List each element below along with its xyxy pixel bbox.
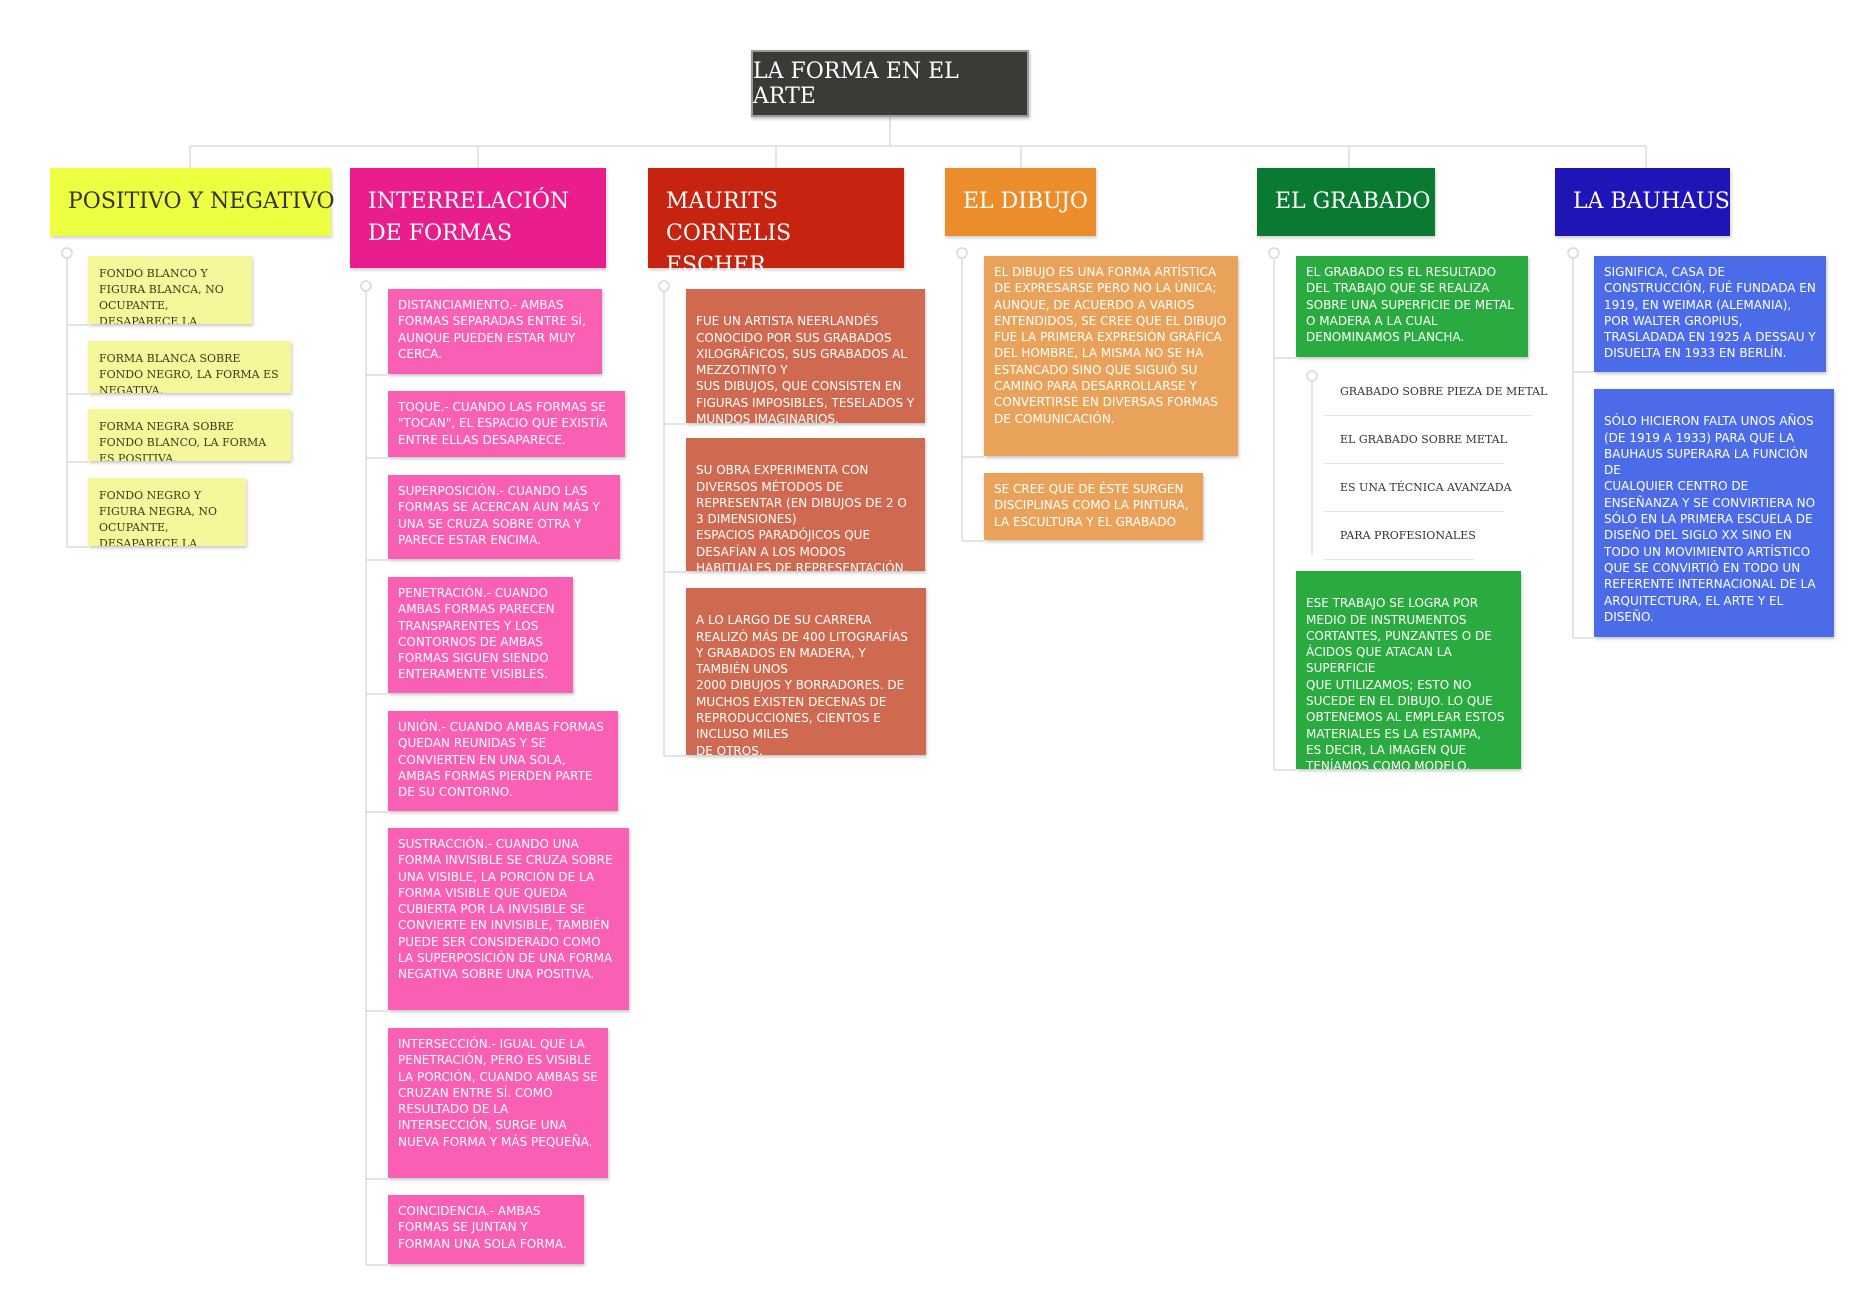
card-text: A LO LARGO DE SU CARRERA REALIZÓ MÁS DE … — [696, 613, 908, 755]
card-text: FORMA NEGRA SOBRE FONDO BLANCO, LA FORMA… — [99, 420, 267, 461]
leaf-label: PARA PROFESIONALES — [1340, 529, 1476, 542]
card-text: SUPERPOSICIÓN.- CUANDO LAS FORMAS SE ACE… — [398, 484, 600, 547]
card-text: EL GRABADO ES EL RESULTADO DEL TRABAJO Q… — [1306, 265, 1514, 345]
card-text: FONDO BLANCO Y FIGURA BLANCA, NO OCUPANT… — [99, 267, 224, 324]
branch-el-grabado[interactable]: EL GRABADO — [1257, 168, 1435, 236]
card-text: FUE UN ARTISTA NEERLANDÉS CONOCIDO POR S… — [696, 314, 915, 423]
card[interactable]: EL GRABADO ES EL RESULTADO DEL TRABAJO Q… — [1296, 256, 1528, 357]
branch-title: EL GRABADO — [1275, 189, 1431, 214]
card-text: DISTANCIAMIENTO.- AMBAS FORMAS SEPARADAS… — [398, 298, 586, 361]
card-text: SU OBRA EXPERIMENTA CON DIVERSOS MÉTODOS… — [696, 463, 908, 571]
card[interactable]: UNIÓN.- CUANDO AMBAS FORMAS QUEDAN REUNI… — [388, 711, 618, 811]
card[interactable]: EL DIBUJO ES UNA FORMA ARTÍSTICA DE EXPR… — [984, 256, 1238, 456]
card-text: FONDO NEGRO Y FIGURA NEGRA, NO OCUPANTE,… — [99, 489, 218, 546]
leaf-item[interactable]: PARA PROFESIONALES — [1324, 512, 1476, 560]
card-text: ESE TRABAJO SE LOGRA POR MEDIO DE INSTRU… — [1306, 596, 1505, 769]
card-text: SUSTRACCIÓN.- CUANDO UNA FORMA INVISIBLE… — [398, 837, 613, 982]
root-node[interactable]: LA FORMA EN EL ARTE — [751, 50, 1029, 117]
leaf-label: GRABADO SOBRE PIEZA DE METAL — [1340, 385, 1548, 398]
card[interactable]: SIGNIFICA, CASA DE CONSTRUCCIÓN, FUÉ FUN… — [1594, 256, 1826, 372]
card[interactable]: PENETRACIÓN.- CUANDO AMBAS FORMAS PARECE… — [388, 577, 573, 693]
card[interactable]: SÓLO HICIERON FALTA UNOS AÑOS (DE 1919 A… — [1594, 389, 1834, 637]
card[interactable]: SUPERPOSICIÓN.- CUANDO LAS FORMAS SE ACE… — [388, 475, 620, 559]
card-text: SÓLO HICIERON FALTA UNOS AÑOS (DE 1919 A… — [1604, 414, 1816, 624]
card[interactable]: TOQUE.- CUANDO LAS FORMAS SE "TOCAN", EL… — [388, 391, 625, 457]
branch-el-dibujo[interactable]: EL DIBUJO — [945, 168, 1096, 236]
card[interactable]: FONDO NEGRO Y FIGURA NEGRA, NO OCUPANTE,… — [88, 478, 246, 546]
leaf-item[interactable]: GRABADO SOBRE PIEZA DE METAL — [1324, 368, 1547, 416]
branch-title: MAURITS CORNELIS ESCHER — [666, 189, 792, 278]
card[interactable]: A LO LARGO DE SU CARRERA REALIZÓ MÁS DE … — [686, 588, 926, 755]
card[interactable]: FONDO BLANCO Y FIGURA BLANCA, NO OCUPANT… — [88, 256, 252, 324]
branch-la-bauhaus[interactable]: LA BAUHAUS — [1555, 168, 1730, 236]
card[interactable]: INTERSECCIÓN.- IGUAL QUE LA PENETRACIÓN,… — [388, 1028, 608, 1178]
card[interactable]: SE CREE QUE DE ÉSTE SURGEN DISCIPLINAS C… — [984, 473, 1203, 540]
root-label: LA FORMA EN EL ARTE — [753, 58, 959, 109]
card-text: INTERSECCIÓN.- IGUAL QUE LA PENETRACIÓN,… — [398, 1037, 598, 1149]
card-text: UNIÓN.- CUANDO AMBAS FORMAS QUEDAN REUNI… — [398, 720, 604, 800]
card-text: FORMA BLANCA SOBRE FONDO NEGRO, LA FORMA… — [99, 352, 279, 393]
card[interactable]: COINCIDENCIA.- AMBAS FORMAS SE JUNTAN Y … — [388, 1195, 584, 1264]
card[interactable]: FUE UN ARTISTA NEERLANDÉS CONOCIDO POR S… — [686, 289, 925, 423]
card-text: COINCIDENCIA.- AMBAS FORMAS SE JUNTAN Y … — [398, 1204, 567, 1251]
card-text: TOQUE.- CUANDO LAS FORMAS SE "TOCAN", EL… — [398, 400, 608, 447]
card-text: SE CREE QUE DE ÉSTE SURGEN DISCIPLINAS C… — [994, 482, 1189, 529]
leaf-item[interactable]: ES UNA TÉCNICA AVANZADA — [1324, 464, 1512, 512]
leaf-label: ES UNA TÉCNICA AVANZADA — [1340, 481, 1512, 494]
card-text: PENETRACIÓN.- CUANDO AMBAS FORMAS PARECE… — [398, 586, 555, 682]
card[interactable]: DISTANCIAMIENTO.- AMBAS FORMAS SEPARADAS… — [388, 289, 602, 374]
branch-title: EL DIBUJO — [963, 189, 1088, 214]
card[interactable]: FORMA BLANCA SOBRE FONDO NEGRO, LA FORMA… — [88, 341, 291, 393]
leaf-label: EL GRABADO SOBRE METAL — [1340, 433, 1507, 446]
branch-interrelacion-de-formas[interactable]: INTERRELACIÓN DE FORMAS — [350, 168, 606, 268]
card[interactable]: FORMA NEGRA SOBRE FONDO BLANCO, LA FORMA… — [88, 409, 291, 461]
card-text: SIGNIFICA, CASA DE CONSTRUCCIÓN, FUÉ FUN… — [1604, 265, 1816, 361]
card[interactable]: SU OBRA EXPERIMENTA CON DIVERSOS MÉTODOS… — [686, 438, 925, 571]
card[interactable]: SUSTRACCIÓN.- CUANDO UNA FORMA INVISIBLE… — [388, 828, 629, 1010]
branch-title: LA BAUHAUS — [1573, 189, 1730, 214]
branch-title: POSITIVO Y NEGATIVO — [68, 189, 335, 214]
branch-title: INTERRELACIÓN DE FORMAS — [368, 189, 570, 246]
branch-positivo-y-negativo[interactable]: POSITIVO Y NEGATIVO — [50, 168, 335, 236]
card-text: EL DIBUJO ES UNA FORMA ARTÍSTICA DE EXPR… — [994, 265, 1227, 426]
branch-maurits-cornelis-escher[interactable]: MAURITS CORNELIS ESCHER — [648, 168, 904, 278]
leaf-item[interactable]: EL GRABADO SOBRE METAL — [1324, 416, 1507, 464]
card[interactable]: ESE TRABAJO SE LOGRA POR MEDIO DE INSTRU… — [1296, 571, 1521, 769]
